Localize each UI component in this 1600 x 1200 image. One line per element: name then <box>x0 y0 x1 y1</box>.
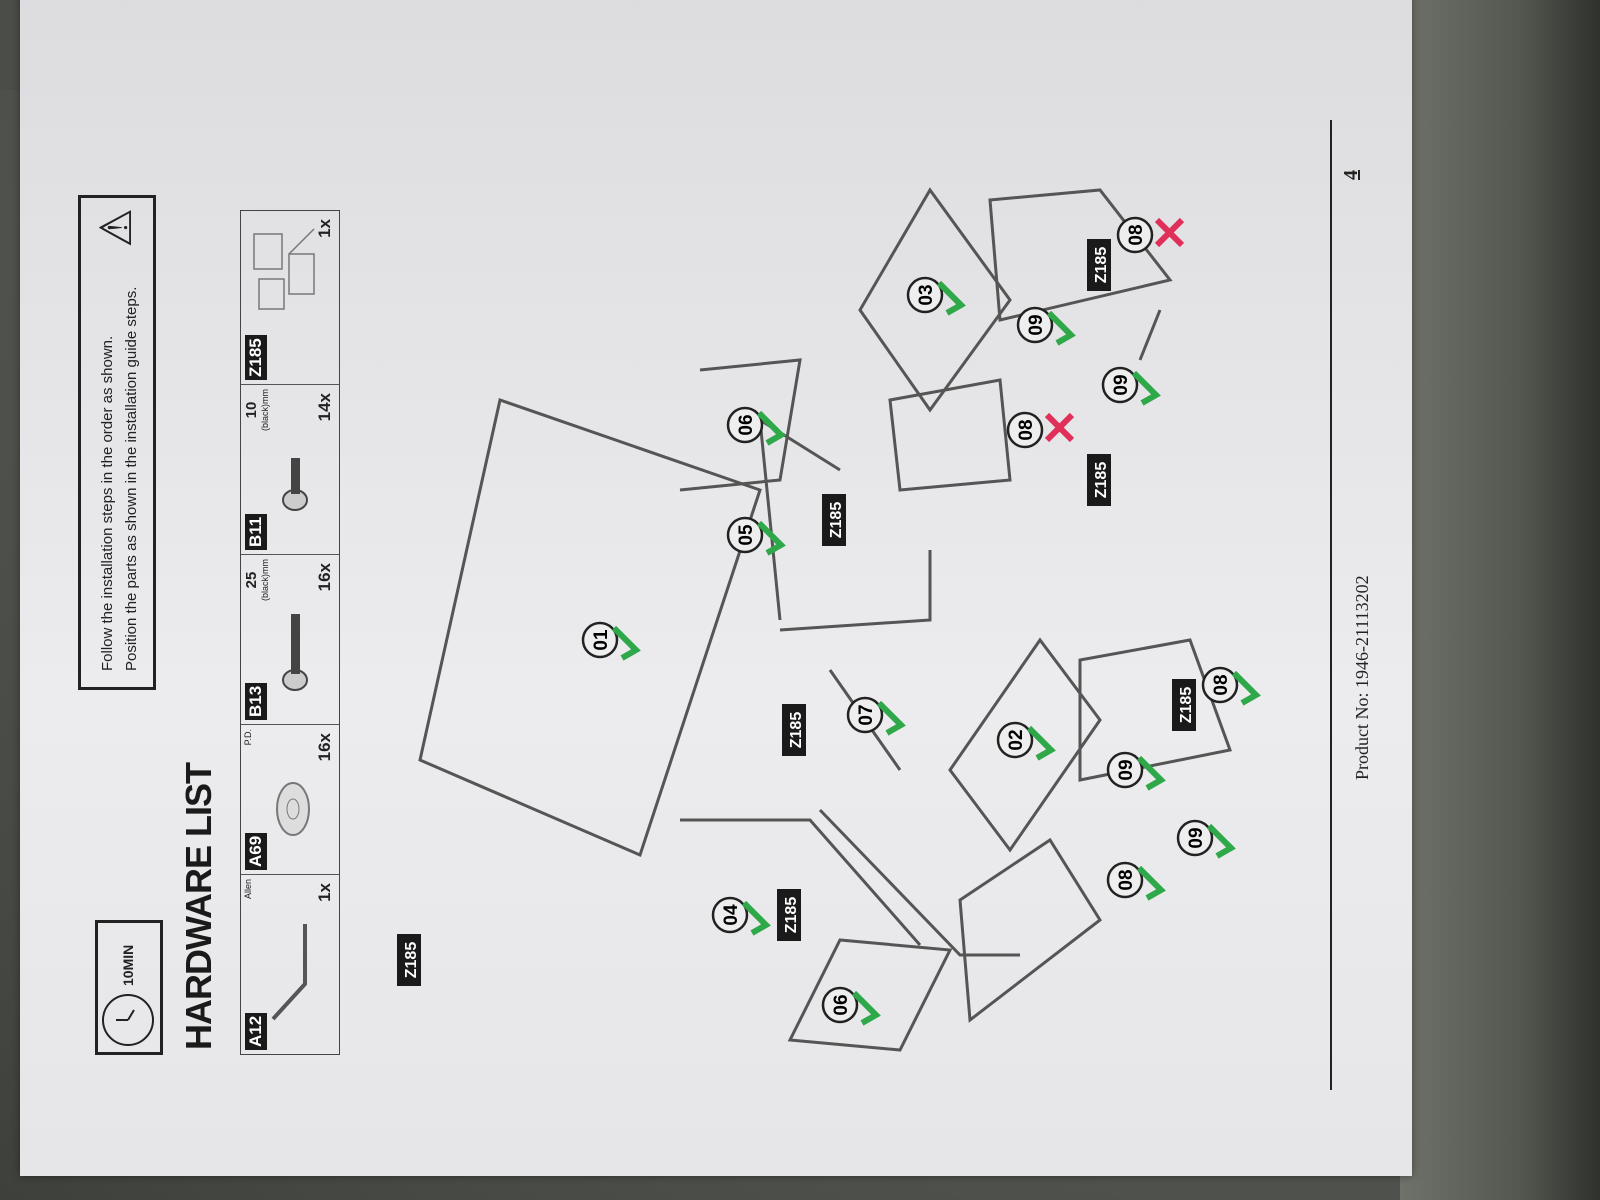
frame-label: Z185 <box>788 712 805 749</box>
frame-label-box <box>777 889 801 941</box>
tabletop-02 <box>948 637 1102 853</box>
cross-mark <box>1154 217 1185 248</box>
frame-label-box <box>1087 454 1111 506</box>
frame-small-left <box>958 837 1102 1023</box>
frame-label-box <box>1172 679 1196 731</box>
part-number: 08 <box>1211 674 1232 695</box>
part-callout <box>581 621 619 659</box>
part-number: 09 <box>1111 374 1132 395</box>
clock-icon <box>102 994 154 1046</box>
frame-label: Z185 <box>403 942 420 979</box>
frame-small-right <box>888 378 1012 492</box>
check-mark <box>876 700 906 736</box>
part-number: 09 <box>1186 827 1207 848</box>
part-number: 03 <box>916 284 937 305</box>
hardware-item: A12 Allen 1x <box>241 874 339 1054</box>
check-mark <box>756 410 786 446</box>
check-mark <box>1231 670 1261 706</box>
part-callout <box>1106 751 1144 789</box>
frame-small-mid <box>1078 638 1233 782</box>
check-mark <box>1206 823 1236 859</box>
part-number: 09 <box>1026 314 1047 335</box>
check-mark <box>741 900 771 936</box>
page-number: 4 <box>1340 170 1362 180</box>
frame-label: Z185 <box>828 502 845 539</box>
part-callout <box>726 516 764 554</box>
frame-label-box <box>397 934 421 986</box>
part-number: 06 <box>736 414 757 435</box>
hardware-item: B11 10(black)mm 14x <box>241 384 339 554</box>
frame-06b <box>679 358 802 492</box>
part-number: 07 <box>856 704 877 725</box>
part-callout <box>1101 366 1139 404</box>
check-mark <box>1136 865 1166 901</box>
part-callout <box>1106 861 1144 899</box>
tabletop-03 <box>858 187 1012 413</box>
tabletop-01 <box>418 398 762 858</box>
frame-label-box <box>822 494 846 546</box>
hardware-item: B13 25(black)mm 16x <box>241 554 339 724</box>
frame-label-box <box>782 704 806 756</box>
frame-small-br <box>988 188 1173 322</box>
part-number: 08 <box>1016 419 1037 440</box>
frame-label-box <box>1087 239 1111 291</box>
background-surface-right <box>1400 0 1600 1200</box>
check-mark <box>851 990 881 1026</box>
check-mark <box>1131 370 1161 406</box>
part-callout <box>1006 411 1044 449</box>
frame-label: Z185 <box>783 897 800 934</box>
part-number: 08 <box>1126 224 1147 245</box>
bolt-icon <box>282 614 308 691</box>
part-callout <box>846 696 884 734</box>
frame-label: Z185 <box>1093 462 1110 499</box>
allen-key-icon <box>271 924 307 1021</box>
check-mark <box>756 520 786 556</box>
part-callout <box>726 406 764 444</box>
part-number: 09 <box>1116 759 1137 780</box>
frame-06a <box>787 938 953 1052</box>
product-number: Product No: 1946-21113202 <box>1352 575 1372 780</box>
part-callout <box>711 896 749 934</box>
part-number: 08 <box>1116 869 1137 890</box>
check-mark <box>1046 310 1076 346</box>
part-number: 02 <box>1006 729 1027 750</box>
part-callout <box>906 276 944 314</box>
hardware-item: Z185 1x <box>241 211 339 384</box>
part-callout <box>1016 306 1054 344</box>
part-callout <box>821 986 859 1024</box>
check-mark <box>936 280 966 316</box>
hardware-table: A12 Allen 1x A69 P.D. 16x B13 25(black)m… <box>240 210 340 1055</box>
part-number: 04 <box>721 904 742 926</box>
check-mark <box>1026 725 1056 761</box>
cross-mark <box>1044 412 1075 443</box>
check-mark <box>611 625 641 661</box>
part-callout <box>1201 666 1239 704</box>
part-number: 05 <box>736 524 757 546</box>
frame-parts-icon <box>253 228 315 310</box>
part-number: 01 <box>591 629 612 651</box>
frame-label: Z185 <box>1093 247 1110 284</box>
part-callout <box>1176 819 1214 857</box>
part-callout <box>996 721 1034 759</box>
hardware-item: A69 P.D. 16x <box>241 724 339 874</box>
part-callout <box>1116 216 1154 254</box>
bolt-icon <box>282 458 308 511</box>
check-mark <box>1136 755 1166 791</box>
frame-04 <box>680 808 1020 957</box>
time-estimate: 10MIN <box>95 920 163 1055</box>
footer-divider <box>1330 120 1332 1090</box>
part-number: 06 <box>831 994 852 1015</box>
frame-label: Z185 <box>1178 687 1195 724</box>
cam-lock-icon <box>276 782 310 836</box>
